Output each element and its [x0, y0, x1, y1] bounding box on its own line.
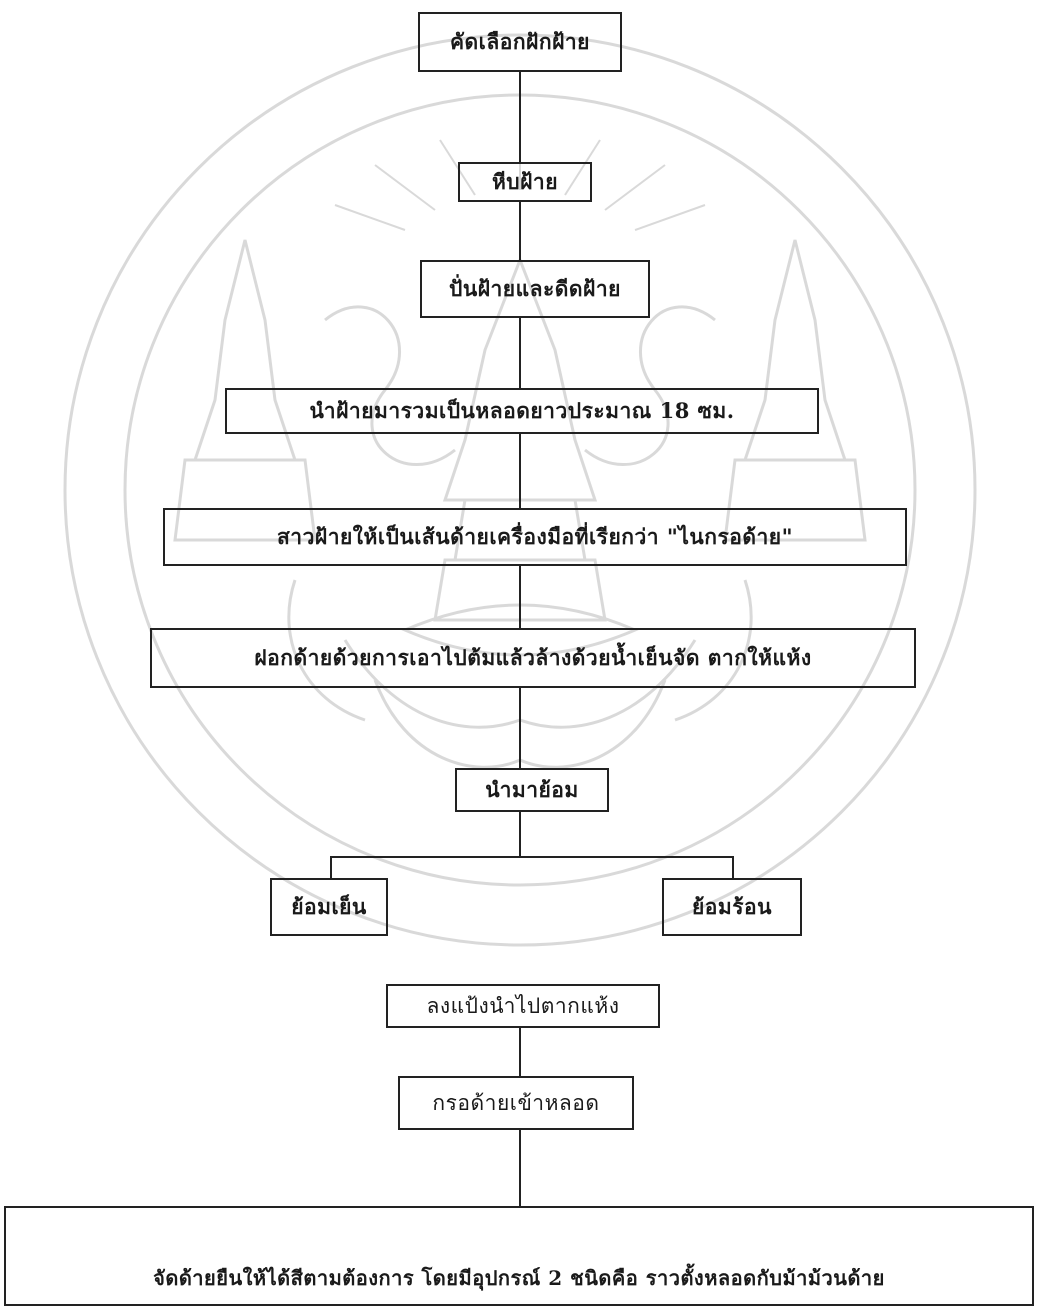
- flow-step-select-cotton-pods: คัดเลือกฝักฝ้าย: [418, 12, 622, 72]
- flow-step-wind-onto-bobbin: กรอด้ายเข้าหลอด: [398, 1076, 634, 1130]
- flow-step-label: ย้อมเย็น: [291, 893, 367, 919]
- branch-connector: [330, 856, 734, 858]
- flow-step-label: นำฝ้ายมารวมเป็นหลอดยาวประมาณ 18 ซม.: [309, 397, 735, 423]
- flow-step-reel-yarn: สาวฝ้ายให้เป็นเส้นด้ายเครื่องมือที่เรียก…: [163, 508, 907, 566]
- flow-step-gin-cotton: หีบฝ้าย: [458, 162, 592, 202]
- connector: [519, 434, 521, 508]
- connector: [330, 856, 332, 878]
- flow-step-label: สาวฝ้ายให้เป็นเส้นด้ายเครื่องมือที่เรียก…: [276, 523, 794, 549]
- connector: [519, 1026, 521, 1076]
- flow-step-starch-and-dry: ลงแป้งนำไปตากแห้ง: [386, 984, 660, 1028]
- flow-step-label: จัดด้ายยืนให้ได้สีตามต้องการ โดยมีอุปกรณ…: [153, 1266, 885, 1290]
- flow-step-label: นำมาย้อม: [485, 776, 579, 802]
- connector: [519, 1128, 521, 1206]
- connector: [519, 812, 521, 856]
- connector: [519, 72, 521, 162]
- flow-step-label: หีบฝ้าย: [491, 168, 559, 194]
- flow-step-cold-dye: ย้อมเย็น: [270, 878, 388, 936]
- flow-step-label: ฝอกด้ายด้วยการเอาไปต้มแล้วล้างด้วยน้ำเย็…: [254, 644, 812, 670]
- connector: [519, 318, 521, 388]
- connector: [732, 856, 734, 878]
- flow-step-bleach-yarn: ฝอกด้ายด้วยการเอาไปต้มแล้วล้างด้วยน้ำเย็…: [150, 628, 916, 688]
- flow-step-dye: นำมาย้อม: [455, 768, 609, 812]
- flow-step-arrange-warp-yarn: จัดด้ายยืนให้ได้สีตามต้องการ โดยมีอุปกรณ…: [4, 1206, 1034, 1306]
- flow-step-label: ลงแป้งนำไปตากแห้ง: [426, 993, 620, 1018]
- flow-step-hot-dye: ย้อมร้อน: [662, 878, 802, 936]
- flow-step-label: ปั่นฝ้ายและดีดฝ้าย: [449, 275, 621, 301]
- flow-step-label: ย้อมร้อน: [691, 893, 772, 919]
- flow-step-spin-and-card-cotton: ปั่นฝ้ายและดีดฝ้าย: [420, 260, 650, 318]
- connector: [519, 688, 521, 768]
- flow-step-roll-cotton: นำฝ้ายมารวมเป็นหลอดยาวประมาณ 18 ซม.: [225, 388, 819, 434]
- flow-step-label: คัดเลือกฝักฝ้าย: [450, 28, 590, 54]
- connector: [519, 200, 521, 260]
- connector: [519, 566, 521, 628]
- flow-step-label: กรอด้ายเข้าหลอด: [432, 1090, 600, 1115]
